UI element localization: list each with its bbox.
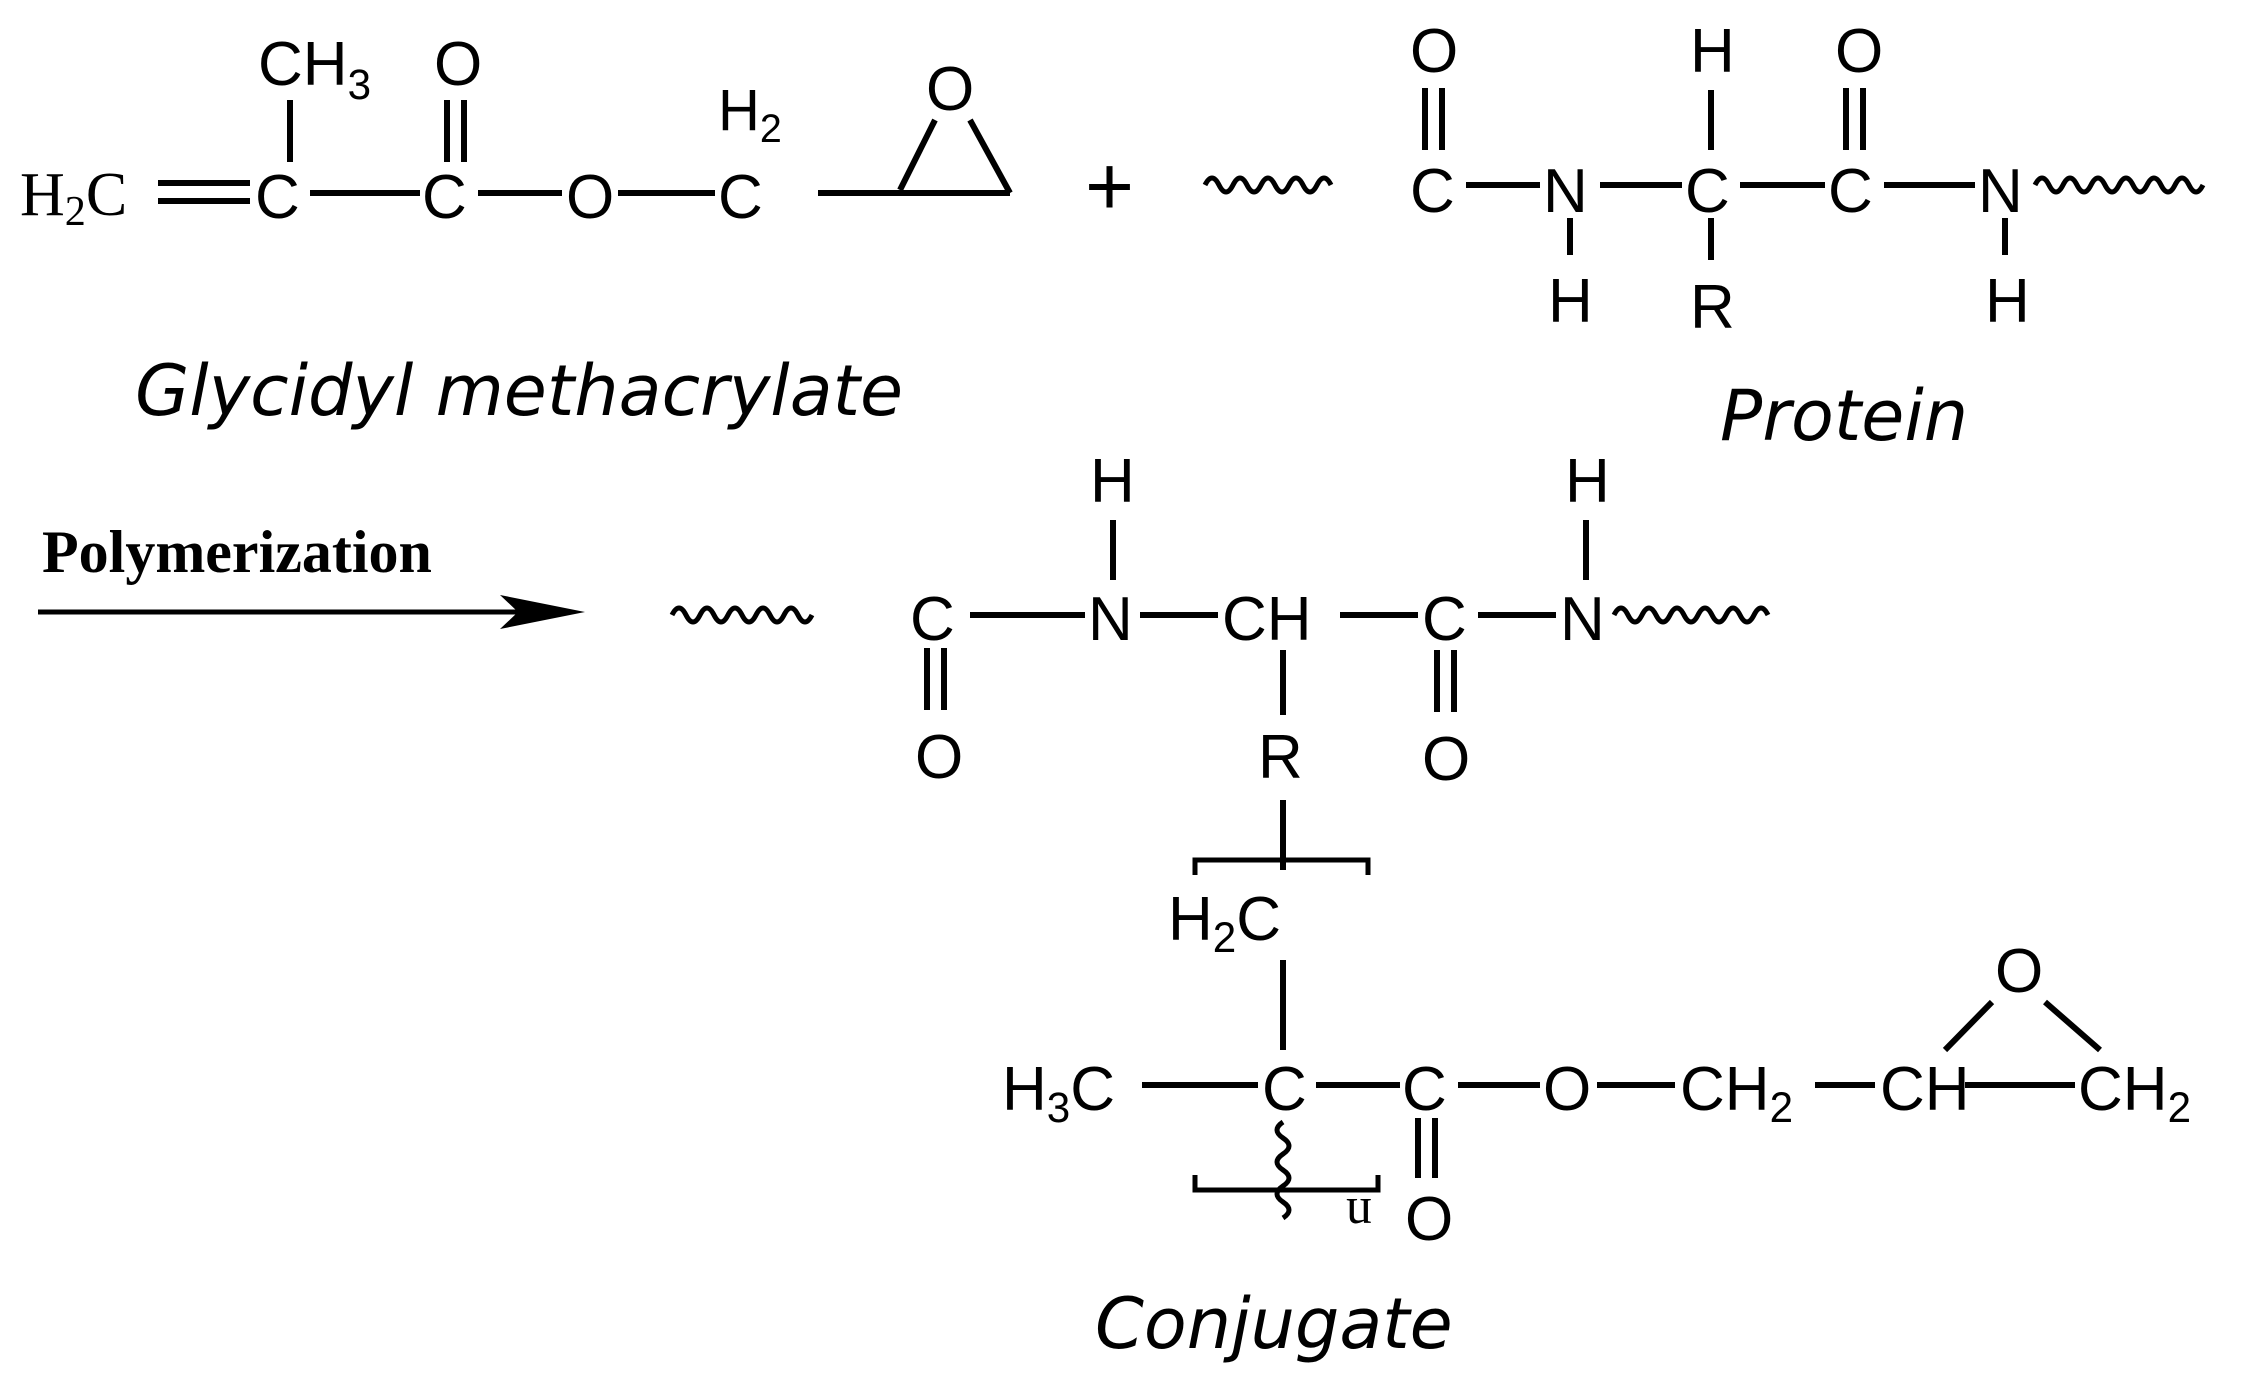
wavy-bond-down [1274, 1119, 1292, 1221]
atom-o2: O [1422, 725, 1470, 794]
atom-n1: N [1543, 157, 1588, 226]
label-glycidyl-methacrylate: Glycidyl methacrylate [135, 350, 903, 432]
atom-ch-epoxide: CH [1880, 1055, 1970, 1124]
epoxide-left-edge [1942, 999, 1995, 1053]
atom-c2: C [1828, 157, 1873, 226]
atom-n1: N [1088, 585, 1133, 654]
atom-h2c: H2C [20, 161, 127, 235]
atom-c-alpha: C [1685, 157, 1730, 226]
conjugate-structure: C O N H CH R C O N H H2C H3C C C [669, 447, 2191, 1254]
atom-c-methylene: C [718, 163, 763, 232]
atom-o-ester: O [566, 163, 614, 232]
atom-c-quat: C [1262, 1055, 1307, 1124]
atom-h2c: H2C [1168, 885, 1281, 961]
wavy-bond-left [669, 605, 815, 625]
atom-r: R [1258, 723, 1303, 792]
label-polymerization: Polymerization [42, 519, 432, 585]
atom-ch: CH [1222, 585, 1312, 654]
atom-o2: O [1835, 17, 1883, 86]
atom-c1: C [910, 585, 955, 654]
glycidyl-methacrylate-structure: H2C C CH3 C O O C H2 O [20, 30, 1013, 235]
atom-c1: C [255, 163, 300, 232]
atom-h3c: H3C [1002, 1055, 1115, 1131]
atom-o-carbonyl: O [1405, 1185, 1453, 1254]
atom-h-n2: H [1565, 447, 1610, 516]
atom-c2: C [1422, 585, 1467, 654]
atom-ch3: CH3 [258, 30, 371, 108]
reaction-arrow-head [500, 595, 585, 629]
epoxide-right-edge [967, 118, 1013, 195]
atom-h2: H [1985, 267, 2030, 336]
atom-h2: H2 [718, 78, 782, 151]
epoxide-left-edge [897, 118, 938, 192]
wavy-bond-left [1202, 175, 1334, 195]
atom-h-top: H [1690, 17, 1735, 86]
atom-ch2-a: CH2 [1680, 1055, 1793, 1131]
repeat-bracket-bottom [1192, 1175, 1381, 1193]
atom-h1: H [1548, 267, 1593, 336]
atom-o-epoxide: O [1995, 937, 2043, 1006]
atom-c1: C [1410, 157, 1455, 226]
protein-structure: C O N H C H R C O N H [1202, 17, 2206, 342]
repeat-count-n: n [1346, 1187, 1372, 1244]
atom-o-ester: O [1543, 1055, 1591, 1124]
atom-o-carbonyl: O [434, 30, 482, 99]
atom-r: R [1690, 273, 1735, 342]
atom-n2: N [1978, 157, 2023, 226]
atom-c2: C [422, 163, 467, 232]
plus-sign: + [1085, 139, 1134, 233]
atom-ch2-b: CH2 [2078, 1055, 2191, 1131]
wavy-bond-right [1611, 605, 1771, 625]
atom-o1: O [1410, 17, 1458, 86]
atom-c-carbonyl: C [1402, 1055, 1447, 1124]
atom-n2: N [1560, 585, 1605, 654]
wavy-bond-right [2032, 175, 2206, 195]
repeat-bracket-top [1192, 857, 1371, 875]
atom-o-epoxide: O [926, 55, 974, 124]
label-conjugate: Conjugate [1095, 1283, 1453, 1365]
epoxide-right-edge [2043, 999, 2102, 1053]
atom-o1: O [915, 723, 963, 792]
label-protein: Protein [1720, 375, 1968, 457]
atom-h-n1: H [1090, 447, 1135, 516]
